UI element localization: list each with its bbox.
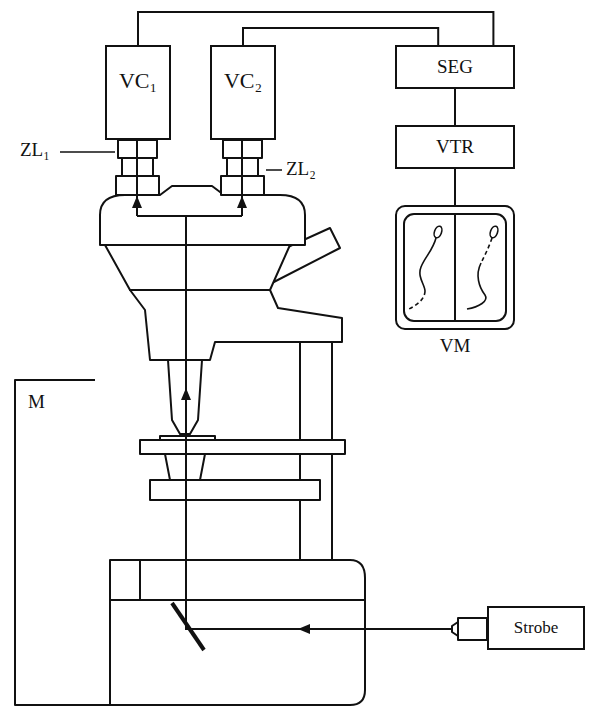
video-monitor: VM xyxy=(395,205,515,330)
screen xyxy=(404,214,506,321)
leader-line xyxy=(266,169,282,171)
strobe-box: Strobe xyxy=(487,606,585,650)
node-label: VTR xyxy=(436,137,474,158)
arrowhead xyxy=(181,388,191,400)
sperm-tail xyxy=(420,238,436,291)
arrowhead xyxy=(237,196,247,208)
node-label: SEG xyxy=(437,57,473,78)
strobe-lamp xyxy=(458,618,487,640)
sperm-head xyxy=(489,225,500,239)
node-label: VM xyxy=(440,336,471,357)
signal-cable xyxy=(454,169,456,205)
part-label: ZL₁ xyxy=(20,140,50,161)
mirror xyxy=(172,603,204,650)
microscope-base xyxy=(110,560,365,705)
base-detail xyxy=(110,560,365,600)
stand-outline xyxy=(15,380,110,705)
part-label: M xyxy=(28,392,45,413)
node-label: Strobe xyxy=(514,619,558,638)
recorder-box: VTR xyxy=(395,125,515,169)
node-label: VC₁ xyxy=(119,69,157,93)
specimen-slide xyxy=(160,436,215,440)
leader-line xyxy=(60,151,115,153)
signal-cable xyxy=(138,12,493,45)
substage xyxy=(150,480,320,500)
arrowhead xyxy=(132,196,142,208)
sperm-tail-dashed xyxy=(481,238,492,263)
video-camera: VC₁ xyxy=(105,45,171,140)
sperm-head xyxy=(433,225,444,239)
light-arrowheads xyxy=(132,196,310,634)
part-label: ZL₂ xyxy=(286,159,316,180)
stage xyxy=(140,440,345,454)
signal-cable xyxy=(243,28,438,45)
microscope-limb xyxy=(130,290,342,360)
monitor-screen xyxy=(404,214,506,321)
leader-lines xyxy=(60,152,282,170)
light-path-line xyxy=(137,141,452,629)
sperm-tail-dashed xyxy=(409,291,425,309)
video-camera: VC₂ xyxy=(210,45,276,140)
generator-box: SEG xyxy=(395,45,515,89)
arrowhead xyxy=(298,624,310,634)
strobe-lens xyxy=(452,622,458,636)
light-path xyxy=(137,141,452,650)
node-label: VC₂ xyxy=(224,69,262,93)
screen-divider xyxy=(454,214,456,321)
sperm-tail xyxy=(467,263,486,309)
signal-cable xyxy=(454,89,456,125)
head-lower xyxy=(105,245,290,290)
